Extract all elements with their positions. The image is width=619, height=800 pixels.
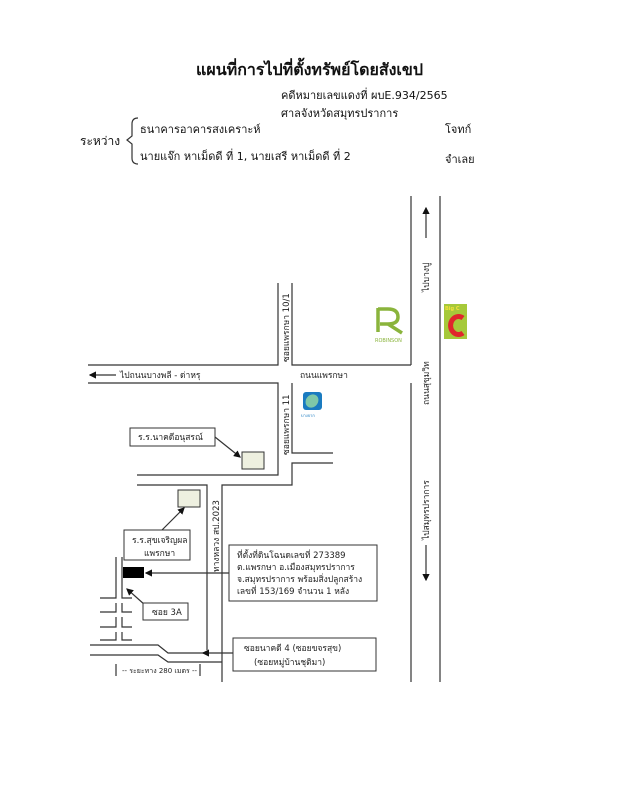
bigc-logo: Big C bbox=[444, 304, 467, 339]
property-callout bbox=[228, 544, 378, 602]
school-2-building bbox=[177, 489, 201, 508]
soi-11-label: ซอยแพรกษา 11 bbox=[282, 394, 292, 455]
svg-text:ROBINSON: ROBINSON bbox=[375, 338, 402, 344]
school-1-label: ร.ร.นาคดีอนุสรณ์ bbox=[138, 432, 203, 443]
property-line: ต.แพรกษา อ.เมืองสมุทรปราการ bbox=[237, 562, 355, 573]
school-2-label-line2: แพรกษา bbox=[144, 549, 175, 559]
property-line: ที่ตั้งที่ดินโฉนดเลขที่ 273389 bbox=[237, 549, 346, 561]
soi-3a-callout bbox=[142, 602, 189, 621]
bangchak-logo: บางจาก bbox=[301, 392, 322, 418]
svg-text:บางจาก: บางจาก bbox=[301, 413, 315, 418]
soi-3a-label: ซอย 3A bbox=[152, 608, 182, 618]
soi-nakdee-callout bbox=[232, 637, 377, 672]
praeksa-road-label: ถนนแพรกษา bbox=[300, 371, 348, 381]
defendant-role: จำเลย bbox=[445, 153, 475, 166]
school-2-label-line1: ร.ร.สุขเจริญผล bbox=[132, 536, 187, 546]
to-bangphli-label: ไปถนนบางพลี - ด่าหรุ bbox=[119, 370, 201, 381]
svg-text:Big C: Big C bbox=[445, 306, 460, 312]
sukhumvit-label: ถนนสุขุมวิท bbox=[422, 361, 432, 405]
court-name: ศาลจังหวัดสมุทรปราการ bbox=[281, 107, 399, 120]
village-sois bbox=[90, 557, 222, 676]
plaintiff-role: โจทก์ bbox=[445, 123, 472, 136]
soi-10-1-label: ซอยแพรกษา 10/1 bbox=[282, 293, 292, 362]
soi-nakdee-label-line1: ซอยนาคดี 4 (ซอยขจรสุข) bbox=[244, 643, 341, 654]
property-marker bbox=[123, 567, 144, 578]
robinson-logo: ROBINSON bbox=[375, 307, 403, 344]
school-2-callout bbox=[123, 529, 191, 561]
defendant-name: นายแจ๊ก หาเม็ดดี ที่ 1, นายเสรี หาเม็ดดี… bbox=[140, 150, 351, 163]
between-label: ระหว่าง bbox=[80, 134, 121, 148]
to-samutprakan-label: ไปสมุทรปราการ bbox=[421, 480, 432, 541]
distance-label: -- ระยะทาง 280 เมตร -- bbox=[122, 667, 197, 675]
property-line: เลขที่ 153/169 จำนวน 1 หลัง bbox=[237, 585, 349, 597]
school-1-building bbox=[241, 451, 265, 470]
case-number: คดีหมายเลขแดงที่ ผบE.934/2565 bbox=[281, 89, 448, 102]
document-title: แผนที่การไปที่ตั้งทรัพย์โดยสังเขป bbox=[196, 60, 423, 79]
soi-nakdee-label-line2: (ซอยหมู่บ้านชุติมา) bbox=[254, 657, 325, 668]
to-bangpu-label: ไปบางปู bbox=[421, 263, 432, 293]
sukhumvit-road bbox=[410, 196, 441, 682]
plaintiff-name: ธนาคารอาคารสงเคราะห์ bbox=[140, 123, 261, 136]
brace bbox=[126, 117, 139, 165]
highway-label: ทางหลวง สป.2023 bbox=[212, 500, 222, 572]
property-line: จ.สมุทรปราการ พร้อมสิ่งปลูกสร้าง bbox=[237, 573, 362, 585]
praeksa-road bbox=[88, 283, 411, 682]
